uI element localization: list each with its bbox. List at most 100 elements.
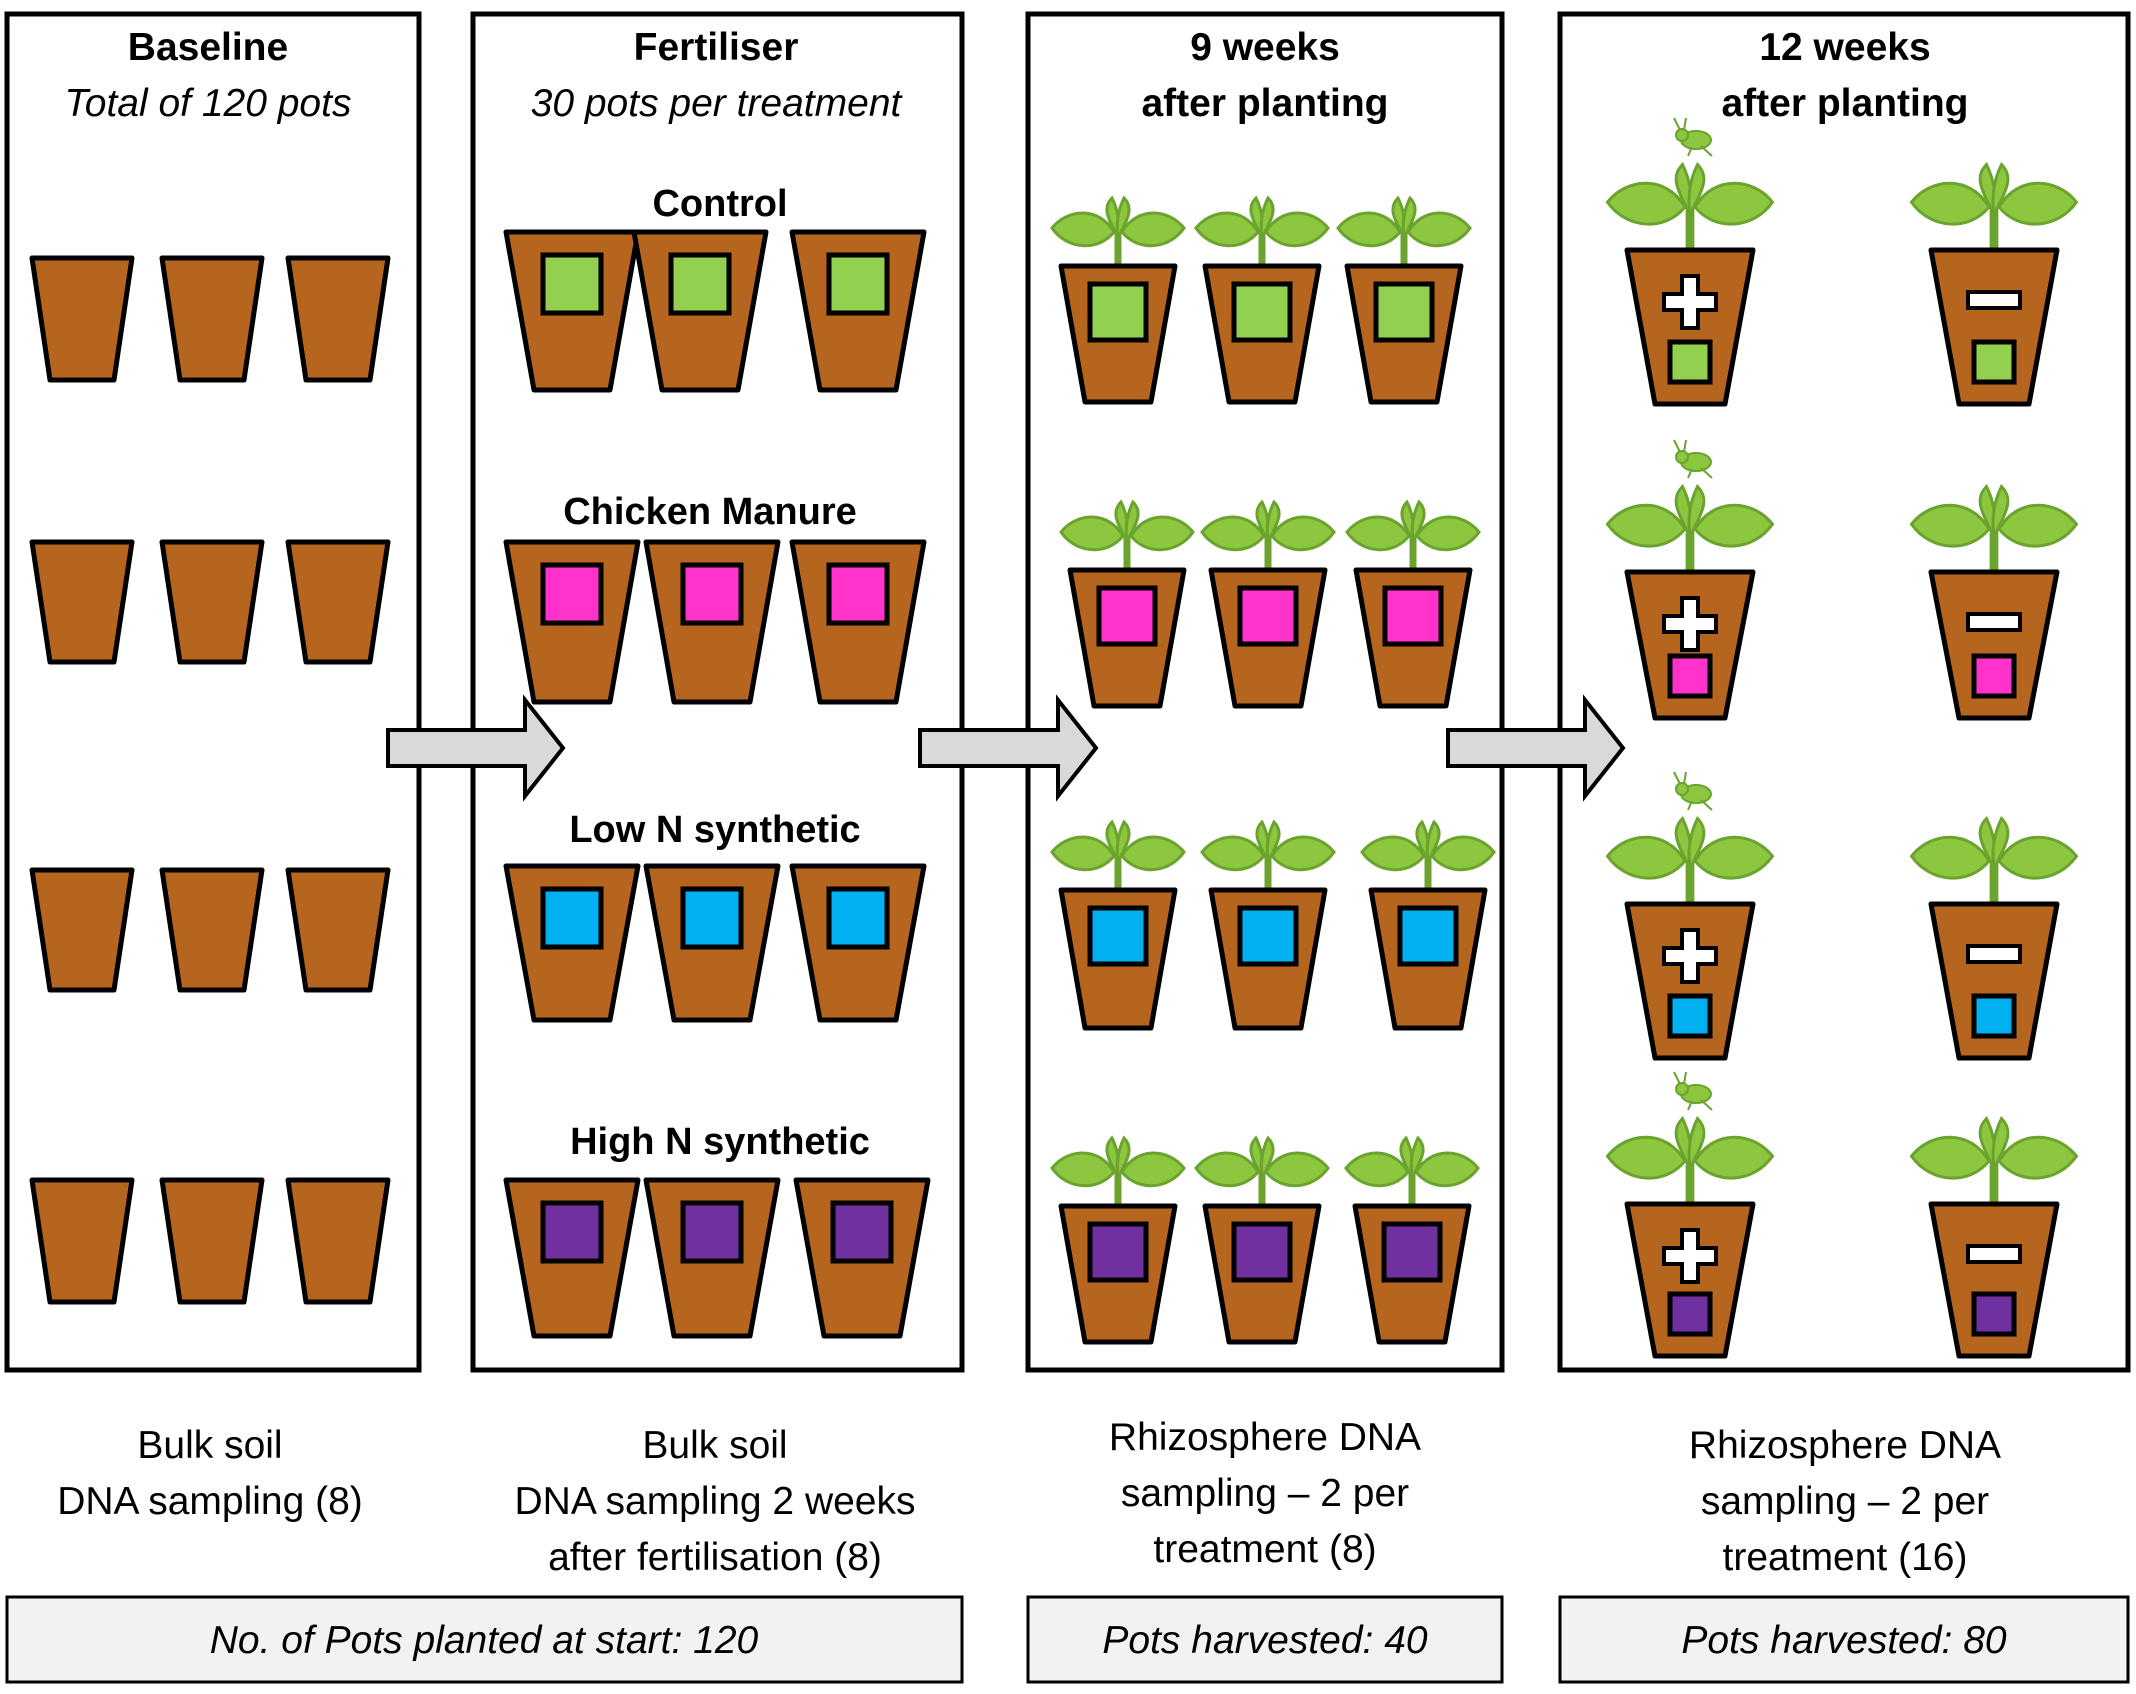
treatment-marker — [680, 1200, 744, 1264]
treatment-marker — [540, 252, 604, 316]
leaf-icon — [1687, 161, 1706, 220]
leaf-icon — [1605, 503, 1687, 548]
plant-icon — [1194, 195, 1330, 268]
footer-text-harvest-40: Pots harvested: 40 — [1102, 1619, 1428, 1662]
plant-icon — [1200, 499, 1336, 572]
leaf-icon — [1693, 835, 1775, 880]
caption-9-weeks-line3: treatment (8) — [1153, 1528, 1376, 1571]
leaf-icon — [1997, 181, 2079, 226]
leaf-icon — [1345, 515, 1411, 552]
plant-icon — [1050, 819, 1186, 892]
leaf-icon — [1120, 211, 1186, 248]
leaf-icon — [1194, 1151, 1260, 1188]
treatment-marker — [1667, 653, 1713, 699]
leaf-icon — [1194, 211, 1260, 248]
treatment-marker — [1381, 1221, 1443, 1283]
treatment-marker — [1667, 339, 1713, 385]
treatment-label-high-n: High N synthetic — [570, 1121, 870, 1163]
plant-icon — [1345, 499, 1481, 572]
caption-12-weeks-line1: Rhizosphere DNA — [1689, 1424, 2001, 1467]
leaf-icon — [1605, 835, 1687, 880]
baseline-pots — [29, 255, 391, 1305]
week12-plants — [1605, 117, 2079, 1359]
leaf-icon — [1406, 211, 1472, 248]
plant-icon — [1909, 1115, 2079, 1206]
leaf-icon — [1409, 1135, 1425, 1183]
footer-box-harvest-80 — [1558, 1595, 2130, 1684]
leaf-icon — [1401, 195, 1417, 243]
treatment-marker — [680, 562, 744, 626]
treatment-marker — [1096, 585, 1158, 647]
plant-icon — [1909, 161, 2079, 252]
treatment-marker — [1373, 281, 1435, 343]
plus-icon — [1662, 596, 1718, 652]
leaf-icon — [1120, 835, 1186, 872]
plus-icon — [1662, 274, 1718, 330]
leaf-icon — [1997, 503, 2079, 548]
plant-icon — [1200, 819, 1336, 892]
pot-icon — [1928, 901, 2060, 1061]
arrow-icon — [918, 694, 1099, 802]
plant-icon — [1059, 499, 1195, 572]
pot-icon — [29, 1177, 135, 1305]
week9-plants — [1050, 195, 1496, 1345]
pot-icon — [29, 539, 135, 665]
leaf-icon — [1270, 515, 1336, 552]
panel-subtitle-baseline: Total of 120 pots — [65, 82, 352, 125]
treatment-marker — [1971, 993, 2017, 1039]
footer-text-planted: No. of Pots planted at start: 120 — [210, 1619, 759, 1662]
plant-icon — [1194, 1135, 1330, 1208]
leaf-icon — [1259, 1135, 1275, 1183]
leaf-icon — [1120, 1151, 1186, 1188]
panel-frame-baseline — [4, 11, 422, 1373]
leaf-icon — [1115, 819, 1131, 867]
caption-baseline-line2: DNA sampling (8) — [57, 1480, 363, 1523]
treatment-marker — [1397, 905, 1459, 967]
leaf-icon — [1991, 815, 2010, 874]
footer-box-planted — [5, 1595, 964, 1684]
treatment-marker — [1087, 905, 1149, 967]
leaf-icon — [1693, 1135, 1775, 1180]
treatment-marker — [1667, 1291, 1713, 1337]
leaf-icon — [1693, 181, 1775, 226]
treatment-marker — [826, 562, 890, 626]
leaf-icon — [1909, 181, 1991, 226]
panel-title-fertiliser: Fertiliser — [634, 26, 799, 69]
treatment-label-chicken-manure: Chicken Manure — [563, 491, 857, 533]
leaf-icon — [1200, 835, 1266, 872]
pot-icon — [1928, 569, 2060, 721]
leaf-icon — [1415, 515, 1481, 552]
pot-icon — [159, 867, 265, 993]
plant-icon — [1605, 483, 1775, 574]
treatment-marker — [680, 886, 744, 950]
leaf-icon — [1360, 835, 1426, 872]
leaf-icon — [1115, 1135, 1131, 1183]
treatment-marker — [830, 1200, 894, 1264]
fertiliser-pots — [503, 229, 931, 1339]
caption-baseline-line1: Bulk soil — [137, 1424, 282, 1467]
plant-icon — [1909, 483, 2079, 574]
leaf-icon — [1115, 195, 1131, 243]
treatment-marker — [1971, 339, 2017, 385]
leaf-icon — [1200, 515, 1266, 552]
panel-title-baseline: Baseline — [128, 26, 288, 69]
leaf-icon — [1605, 181, 1687, 226]
leaf-icon — [1687, 815, 1706, 874]
treatment-marker — [668, 252, 732, 316]
arrow-icon — [386, 694, 566, 802]
treatment-marker — [1237, 905, 1299, 967]
pot-icon — [29, 255, 135, 383]
plant-icon — [1605, 161, 1775, 252]
treatment-marker — [1087, 1221, 1149, 1283]
caption-fertiliser-line2: DNA sampling 2 weeks — [514, 1480, 915, 1523]
leaf-icon — [1414, 1151, 1480, 1188]
treatment-label-control: Control — [652, 183, 787, 225]
treatment-marker — [540, 562, 604, 626]
leaf-icon — [1264, 211, 1330, 248]
leaf-icon — [1909, 503, 1991, 548]
leaf-icon — [1124, 499, 1140, 547]
treatment-marker — [1231, 1221, 1293, 1283]
treatment-marker — [1667, 993, 1713, 1039]
treatment-marker — [1237, 585, 1299, 647]
insect-icon — [1673, 439, 1713, 479]
